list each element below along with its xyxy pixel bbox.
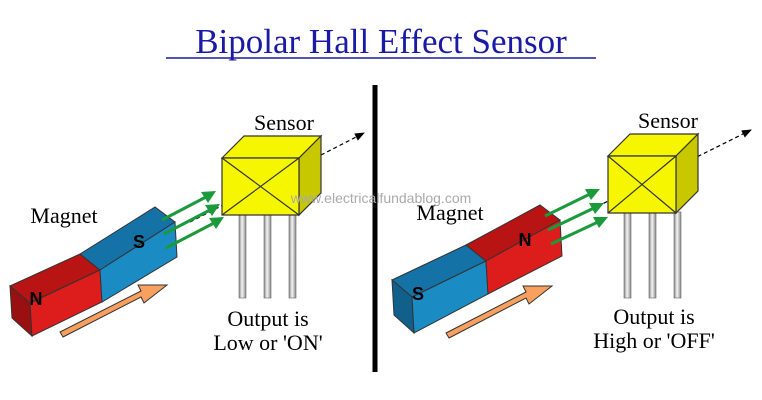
left-magnet-label: Magnet	[30, 203, 97, 228]
left-output-line1: Output is	[227, 306, 308, 331]
left-field-line	[189, 132, 365, 223]
right-output-line2: High or 'OFF'	[593, 328, 715, 353]
diagram-title: Bipolar Hall Effect Sensor	[195, 22, 567, 61]
right-motion-arrow	[445, 285, 554, 339]
left-rear-pole-label: N	[30, 289, 43, 309]
left-motion-arrow	[59, 284, 169, 338]
right-rear-pole-label: S	[412, 284, 424, 304]
left-sensor-label: Sensor	[254, 110, 315, 135]
left-sensor-cube	[220, 134, 323, 217]
watermark: www.electricalfundablog.com	[290, 190, 472, 206]
left-sensor-legs	[238, 211, 297, 299]
left-panel: N S Sensor Magnet Output is Low or 'ON'	[9, 110, 365, 355]
left-output-line2: Low or 'ON'	[213, 330, 322, 355]
right-magnet: S N	[391, 204, 563, 335]
right-sensor-label: Sensor	[638, 108, 699, 133]
right-magnet-label: Magnet	[416, 200, 483, 225]
right-output-line1: Output is	[613, 304, 694, 329]
right-field-arrows	[544, 189, 608, 246]
right-sensor-legs	[623, 211, 682, 299]
right-panel: S N Sensor Magnet Output is High or 'OFF…	[391, 108, 752, 353]
left-field-arrows	[161, 191, 224, 250]
right-sensor-cube	[606, 132, 700, 215]
right-front-pole-label: N	[519, 230, 532, 250]
left-front-pole-label: S	[133, 232, 145, 252]
left-magnet: N S	[9, 206, 178, 338]
